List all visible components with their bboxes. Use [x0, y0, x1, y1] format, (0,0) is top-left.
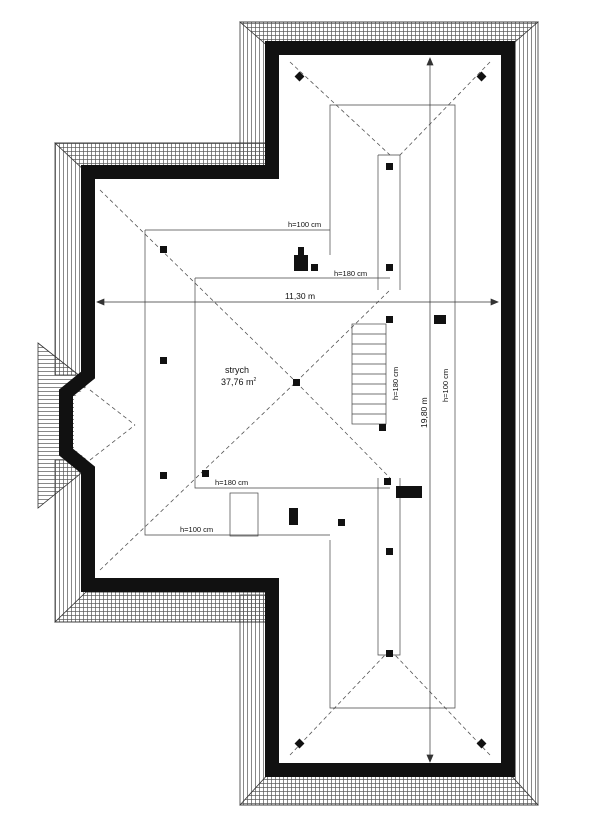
stairs: [351, 323, 387, 425]
kneewall-outlines: [144, 104, 456, 709]
room-area: 37,76 m2: [221, 377, 257, 387]
width-dimension: 11,30 m: [285, 291, 315, 301]
room-name: strych: [225, 365, 249, 375]
height-label-h180-left: h=180 cm: [215, 478, 248, 487]
height-label-h180-ridge: h=180 cm: [391, 367, 400, 400]
outer-wall: [59, 41, 515, 777]
height-label-h100-top: h=100 cm: [288, 220, 321, 229]
roof-window: [229, 492, 259, 537]
height-label-h100-right: h=100 cm: [441, 369, 450, 402]
dimension-lines: [96, 57, 499, 763]
length-dimension: 19,80 m: [419, 397, 429, 428]
roof-lines: [89, 61, 491, 756]
height-label-h100-left: h=100 cm: [180, 525, 213, 534]
height-label-h180-top: h=180 cm: [334, 269, 367, 278]
chimney: [294, 247, 318, 271]
